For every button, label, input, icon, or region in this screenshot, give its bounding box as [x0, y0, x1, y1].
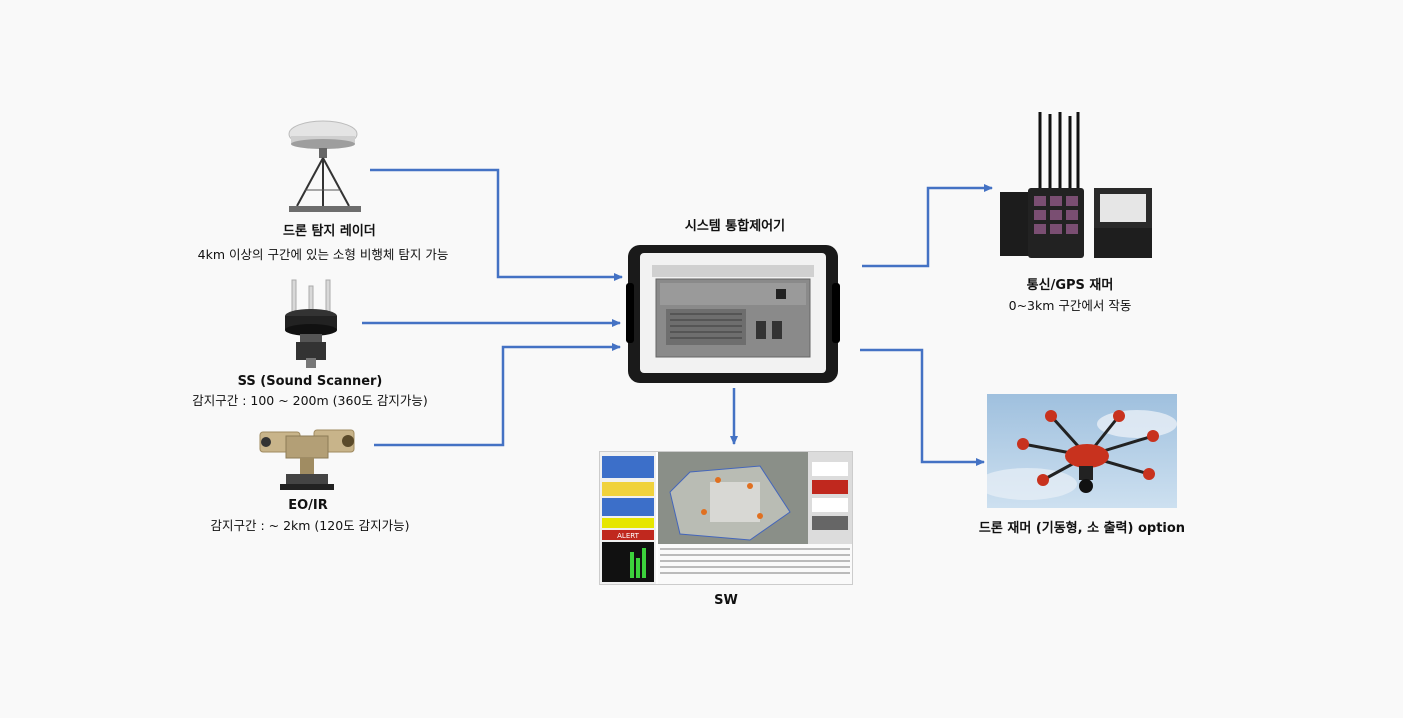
arrow-controller-to-drone: [860, 348, 985, 466]
ss-desc: 감지구간 : 100 ~ 200m (360도 감지가능): [192, 393, 428, 408]
controller-title: 시스템 통합제어기: [684, 219, 786, 234]
arrow-controller-to-jammer: [862, 184, 993, 268]
radar-desc: 4km 이상의 구간에 있는 소형 비행체 탐지 가능: [197, 247, 449, 262]
ss-title: SS (Sound Scanner): [237, 374, 383, 389]
eoir-desc: 감지구간 : ~ 2km (120도 감지가능): [210, 518, 410, 533]
sw-title: SW: [714, 593, 738, 608]
arrow-eoir-to-controller: [374, 343, 621, 447]
drone-jammer-title: 드론 재머 (기동형, 소 출력) option: [978, 521, 1186, 536]
sw-alert-text: ALERT: [617, 532, 639, 540]
eoir-title: EO/IR: [288, 498, 328, 513]
sound-scanner-icon: [280, 278, 342, 370]
arrow-radar-to-controller: [370, 168, 623, 281]
jammer-title: 통신/GPS 재머: [1026, 278, 1114, 293]
eoir-camera-icon: [256, 426, 358, 492]
jammer-desc: 0~3km 구간에서 작동: [1008, 298, 1132, 313]
software-screen-icon: ALERT: [599, 451, 853, 585]
jammer-case-icon: [994, 110, 1160, 262]
radar-title: 드론 탐지 레이더: [283, 224, 376, 239]
rack-case-icon: [626, 243, 840, 385]
drone-icon: [987, 394, 1177, 508]
radar-dome-icon: [283, 118, 363, 218]
